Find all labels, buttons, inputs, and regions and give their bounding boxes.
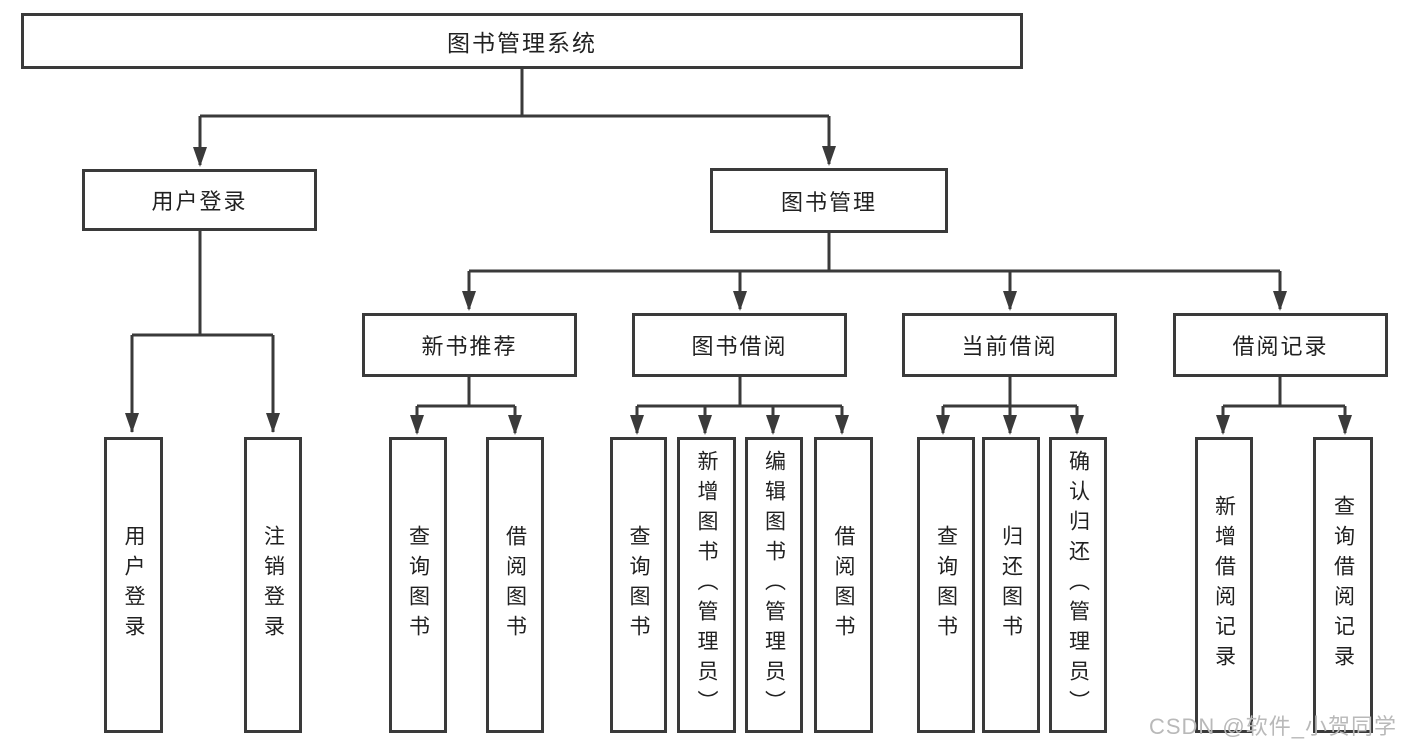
leaf-br-query-record: 查询借阅记录	[1313, 437, 1373, 733]
leaf-nb-query-books: 查询图书	[389, 437, 447, 733]
node-book-borrowing: 图书借阅	[632, 313, 847, 377]
leaf-bb-add-books-admin: 新增图书（管理员）	[677, 437, 736, 733]
connector-shafts	[130, 69, 1347, 433]
leaf-bb-borrow-books: 借阅图书	[814, 437, 873, 733]
node-new-book-recommend: 新书推荐	[362, 313, 577, 377]
leaf-br-add-record: 新增借阅记录	[1195, 437, 1253, 733]
node-borrow-records: 借阅记录	[1173, 313, 1388, 377]
leaf-cb-confirm-return-admin: 确认归还（管理员）	[1049, 437, 1107, 733]
leaf-cb-return-books: 归还图书	[982, 437, 1040, 733]
leaf-bb-edit-books-admin: 编辑图书（管理员）	[745, 437, 803, 733]
node-book-management: 图书管理	[710, 168, 948, 233]
node-current-borrowing: 当前借阅	[902, 313, 1117, 377]
node-root: 图书管理系统	[21, 13, 1023, 69]
leaf-user-login: 用户登录	[104, 437, 163, 733]
leaf-nb-borrow-books: 借阅图书	[486, 437, 544, 733]
node-user-login: 用户登录	[82, 169, 317, 231]
leaf-logout: 注销登录	[244, 437, 302, 733]
leaf-cb-query-books: 查询图书	[917, 437, 975, 733]
watermark: CSDN @软件_小贺同学	[1148, 714, 1397, 739]
leaf-bb-query-books: 查询图书	[610, 437, 667, 733]
